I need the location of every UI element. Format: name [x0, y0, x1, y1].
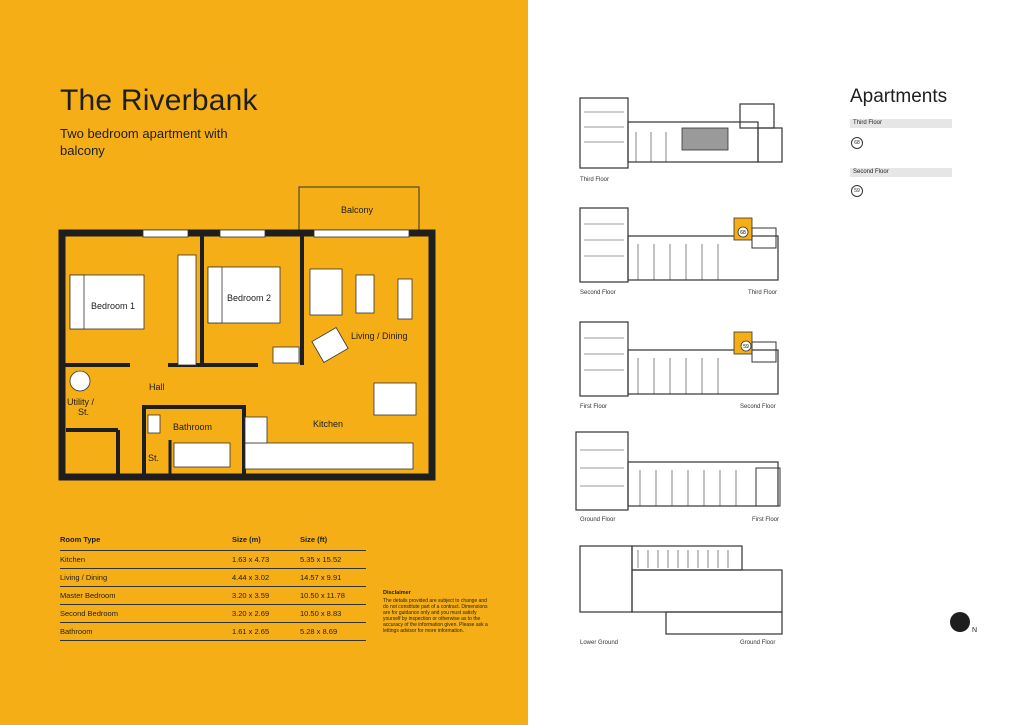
floor-label: Third Floor [748, 290, 778, 296]
plan-label-bedroom1: Bedroom 1 [91, 301, 135, 311]
plan-label-living: Living / Dining [351, 331, 408, 341]
plan-label-utility-1: Utility / [67, 397, 94, 407]
table-cell: 3.20 x 2.69 [232, 604, 300, 623]
left-panel: The Riverbank Two bedroom apartment with… [0, 0, 528, 725]
table-cell: Living / Dining [60, 568, 232, 587]
table-cell: 4.44 x 3.02 [232, 568, 300, 587]
apartment-floor-plan: Balcony Bedroom 1 Bedroom 2 [58, 186, 436, 481]
page-subtitle: Two bedroom apartment with balcony [60, 126, 228, 158]
apartment-floor-tag: Third Floor [850, 119, 952, 128]
table-row: Second Bedroom 3.20 x 2.69 10.50 x 8.83 [60, 604, 366, 623]
table-cell: 10.50 x 11.78 [300, 586, 366, 605]
floor-label: First Floor [580, 404, 607, 410]
table-header: Size (ft) [300, 531, 366, 551]
table-cell: 14.57 x 9.91 [300, 568, 366, 587]
unit-marker: 59 [743, 344, 749, 350]
plan-label-balcony: Balcony [341, 205, 374, 215]
table-cell: 1.63 x 4.73 [232, 550, 300, 569]
table-row: Bathroom 1.61 x 2.65 5.28 x 8.69 [60, 622, 366, 641]
table-cell: 10.50 x 8.83 [300, 604, 366, 623]
floor-label: Second Floor [740, 404, 776, 410]
floor-label: Third Floor [580, 177, 610, 183]
table-row: Living / Dining 4.44 x 3.02 14.57 x 9.91 [60, 568, 366, 587]
disclaimer: Disclaimer The details provided are subj… [383, 590, 491, 634]
building-plan-first: 59 [579, 321, 779, 397]
building-plan-ground [575, 431, 781, 511]
table-header: Room Type [60, 531, 232, 551]
apartment-unit-badge[interactable]: 59 [851, 185, 863, 197]
table-cell: Master Bedroom [60, 586, 232, 605]
plan-label-bathroom: Bathroom [173, 422, 212, 432]
table-cell: Kitchen [60, 550, 232, 569]
plan-label-bedroom2: Bedroom 2 [227, 293, 271, 303]
unit-marker: 68 [740, 230, 746, 236]
floor-label: Second Floor [580, 290, 616, 296]
table-cell: Second Bedroom [60, 604, 232, 623]
plan-label-utility-2: St. [78, 407, 89, 417]
floor-label: Ground Floor [580, 517, 616, 523]
table-header: Size (m) [232, 531, 300, 551]
page-title: The Riverbank [60, 84, 258, 117]
plan-label-store: St. [148, 453, 159, 463]
apartment-floor-tag: Second Floor [850, 168, 952, 177]
floor-label: First Floor [752, 517, 779, 523]
floor-label: Lower Ground [580, 640, 619, 646]
disclaimer-title: Disclaimer [383, 590, 411, 596]
table-row: Kitchen 1.63 x 4.73 5.35 x 15.52 [60, 550, 366, 569]
floor-label: Ground Floor [740, 640, 776, 646]
compass-icon [950, 612, 970, 632]
table-row: Master Bedroom 3.20 x 3.59 10.50 x 11.78 [60, 586, 366, 605]
compass-label: N [972, 627, 978, 634]
table-cell: 1.61 x 2.65 [232, 622, 300, 641]
table-cell: Bathroom [60, 622, 232, 641]
apartment-unit-badge[interactable]: 68 [851, 137, 863, 149]
apartments-title: Apartments [850, 86, 948, 107]
disclaimer-text: The details provided are subject to chan… [383, 598, 488, 634]
table-cell: 3.20 x 3.59 [232, 586, 300, 605]
building-plan-third [579, 97, 783, 169]
building-plan-second: 68 [579, 207, 779, 283]
plan-label-kitchen: Kitchen [313, 419, 343, 429]
building-plan-lower [579, 545, 783, 635]
table-cell: 5.28 x 8.69 [300, 622, 366, 641]
table-cell: 5.35 x 15.52 [300, 550, 366, 569]
plan-label-hall: Hall [149, 382, 165, 392]
room-size-table: Room Type Size (m) Size (ft) Kitchen 1.6… [60, 531, 366, 641]
